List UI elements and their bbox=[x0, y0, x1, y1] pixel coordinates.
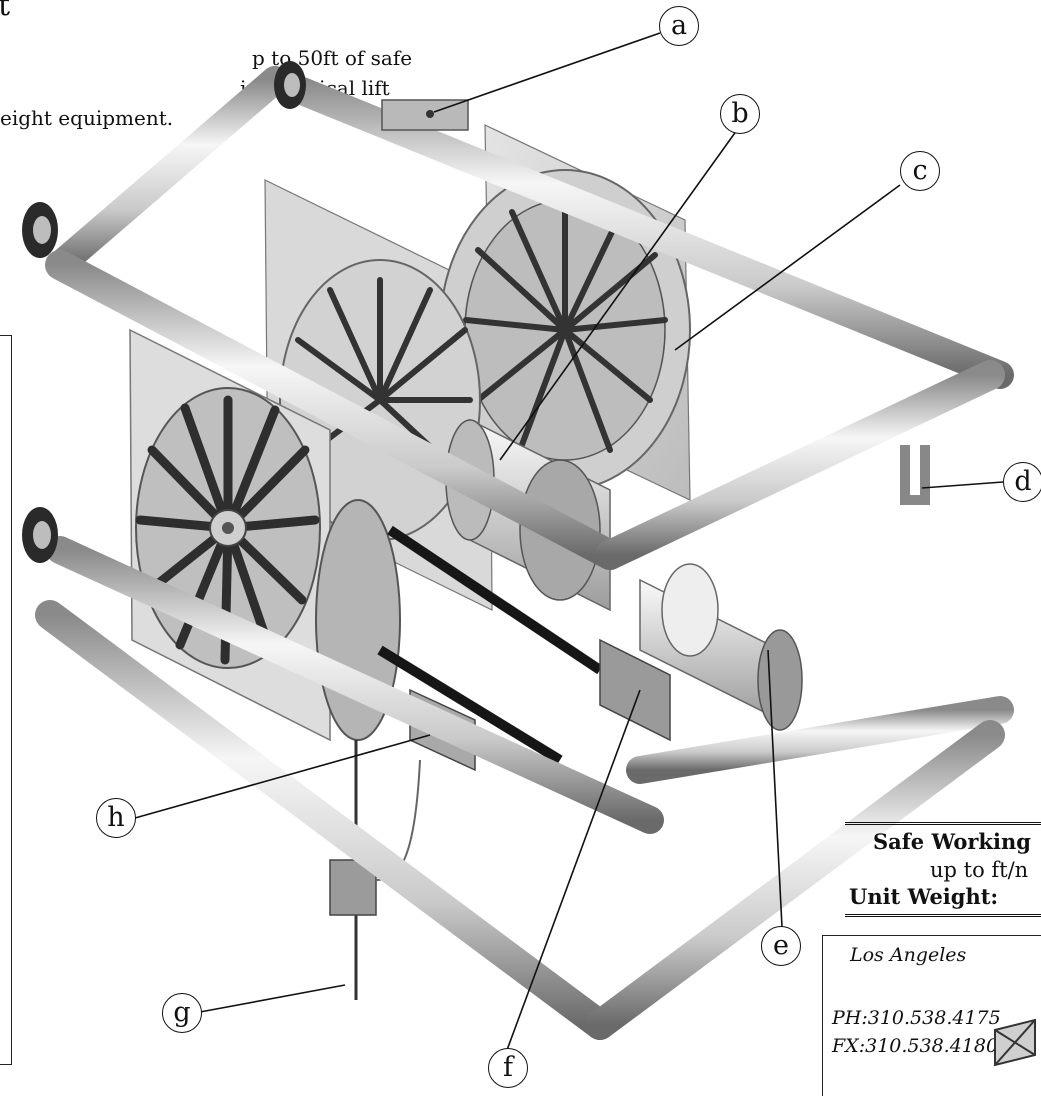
contact-city: Los Angeles bbox=[850, 944, 967, 966]
callout-g: g bbox=[162, 993, 202, 1033]
company-logo-icon bbox=[994, 1018, 1036, 1067]
contact-phone: PH:310.538.4175 bbox=[832, 1007, 1001, 1029]
heading-fragment: t bbox=[0, 0, 11, 23]
drive-belts bbox=[377, 525, 603, 765]
callout-b: b bbox=[720, 94, 760, 134]
callout-e: e bbox=[761, 926, 801, 966]
drive-motor bbox=[639, 563, 803, 731]
caster-wheels bbox=[22, 61, 306, 563]
callout-d: d bbox=[1003, 462, 1041, 502]
spec-speed: up to ft/n bbox=[930, 858, 1029, 882]
leader-lines bbox=[134, 32, 1004, 1051]
spec-rule-top bbox=[845, 822, 1041, 825]
callout-c: c bbox=[900, 151, 940, 191]
intro-line-3: eight equipment. bbox=[0, 106, 174, 130]
left-panel-border bbox=[0, 335, 12, 1065]
spec-safe-working: Safe Working bbox=[873, 829, 1031, 854]
side-handle bbox=[900, 445, 930, 505]
contact-fax: FX:310.538.4180 bbox=[832, 1035, 999, 1057]
frame-tubes bbox=[35, 66, 1014, 1040]
spec-rule-bottom bbox=[845, 914, 1041, 917]
gearbox bbox=[599, 638, 671, 742]
spec-unit-weight: Unit Weight: bbox=[849, 884, 999, 909]
intro-line-1: p to 50ft of safe bbox=[252, 46, 413, 70]
callout-f: f bbox=[488, 1048, 528, 1088]
rear-drum-wheel bbox=[439, 169, 691, 491]
callout-a: a bbox=[659, 6, 699, 46]
contact-box bbox=[822, 935, 1041, 1096]
callout-h: h bbox=[96, 798, 136, 838]
